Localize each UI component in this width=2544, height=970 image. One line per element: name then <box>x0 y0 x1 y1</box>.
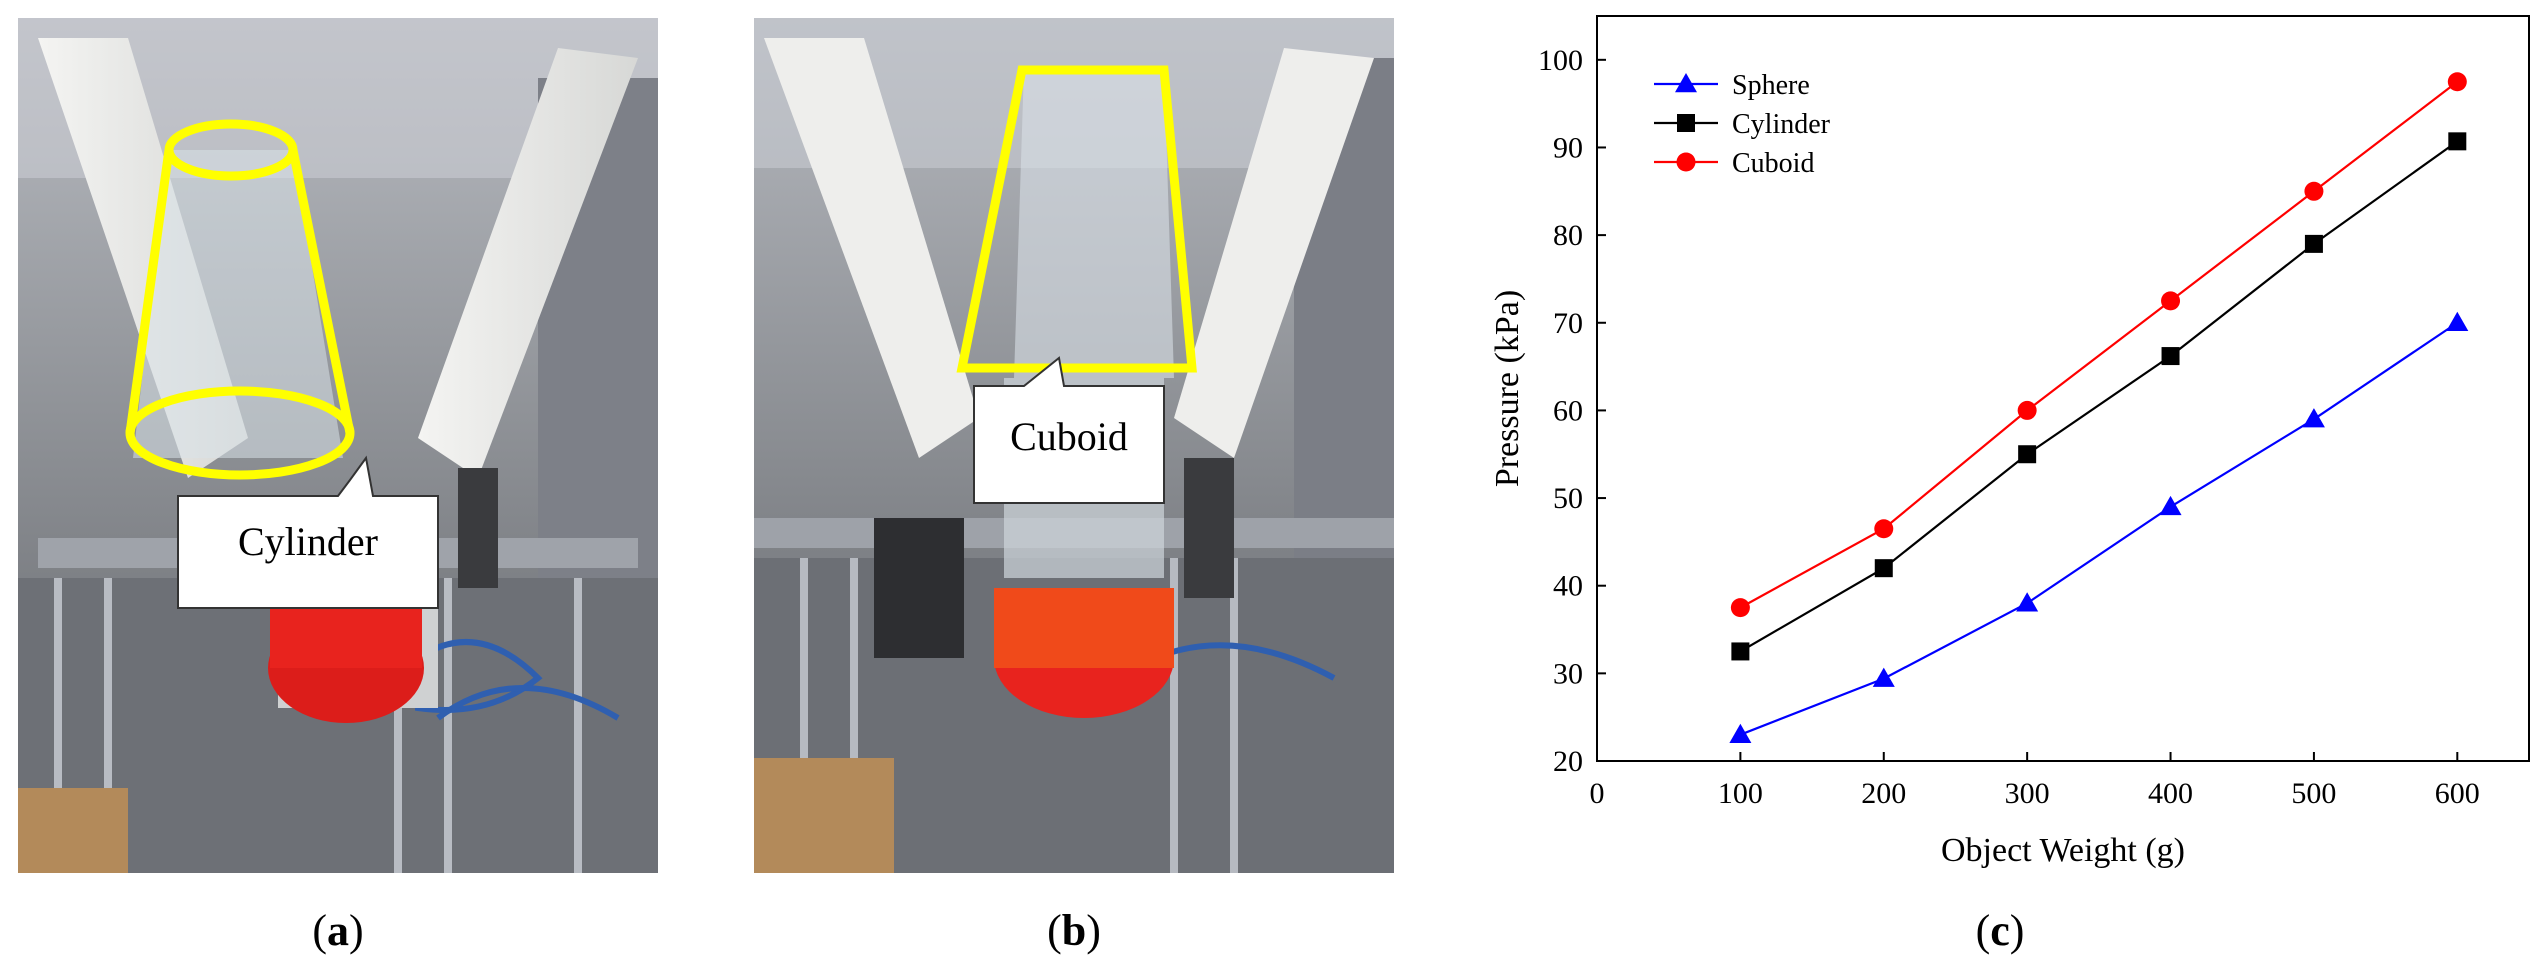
caption-a: (a) <box>312 906 364 955</box>
legend-label-cuboid: Cuboid <box>1732 148 1814 179</box>
legend-label-cylinder: Cylinder <box>1732 109 1831 140</box>
x-tick-label: 0 <box>1590 777 1605 810</box>
y-tick-label: 60 <box>1553 394 1583 427</box>
data-point-cuboid <box>2447 72 2467 92</box>
y-tick-label: 80 <box>1553 219 1583 252</box>
x-tick-label: 300 <box>2005 777 2050 810</box>
x-tick-label: 200 <box>1861 777 1906 810</box>
data-point-cylinder <box>1731 642 1750 661</box>
callout-cuboid-label: Cuboid <box>1010 414 1128 459</box>
series-cuboid <box>1730 72 2467 618</box>
legend-marker-sphere <box>1675 73 1697 93</box>
y-axis-label: Pressure (kPa) <box>1489 290 1526 487</box>
data-point-cylinder <box>1874 559 1893 578</box>
photo-cuboid: Cuboid <box>754 18 1394 873</box>
legend-marker-cylinder <box>1677 114 1695 132</box>
legend-label-sphere: Sphere <box>1732 70 1810 101</box>
y-tick-label: 30 <box>1553 657 1583 690</box>
caption-c: (c) <box>1975 906 2025 955</box>
data-point-cylinder <box>2448 132 2467 151</box>
y-tick-label: 40 <box>1553 570 1583 603</box>
y-tick-label: 90 <box>1553 131 1583 164</box>
callout-cylinder-label: Cylinder <box>238 519 378 564</box>
data-point-sphere <box>2159 495 2182 516</box>
photo-cylinder-illustration <box>18 18 658 873</box>
series-line-cylinder <box>1739 140 2458 653</box>
series-sphere <box>1729 311 2469 743</box>
data-point-sphere <box>2302 408 2325 428</box>
data-point-cylinder <box>2018 445 2037 464</box>
data-point-sphere <box>2016 592 2039 612</box>
plot-frame <box>1596 15 2530 762</box>
data-point-cuboid <box>1874 519 1894 539</box>
photo-cuboid-illustration <box>754 18 1394 873</box>
data-point-cylinder <box>2304 234 2323 253</box>
legend-marker-cuboid <box>1676 152 1696 172</box>
data-point-cylinder <box>2161 347 2180 366</box>
data-point-sphere <box>2446 311 2469 332</box>
x-tick-label: 500 <box>2291 777 2336 810</box>
x-tick-label: 100 <box>1718 777 1763 810</box>
data-point-cuboid <box>2017 400 2037 420</box>
caption-b-letter: b <box>1061 906 1087 955</box>
series-line-sphere <box>1739 321 2458 736</box>
x-tick-label: 600 <box>2435 777 2480 810</box>
data-point-cuboid <box>1730 598 1750 618</box>
data-point-sphere <box>1872 667 1895 687</box>
data-point-cuboid <box>2161 291 2181 311</box>
y-tick-label: 20 <box>1553 745 1583 778</box>
caption-c-letter: c <box>1990 906 2010 955</box>
series-line-cuboid <box>1739 80 2458 609</box>
series-cylinder <box>1731 132 2467 661</box>
y-tick-label: 100 <box>1538 44 1583 77</box>
caption-b: (b) <box>1047 906 1101 955</box>
data-point-cuboid <box>2304 181 2324 201</box>
y-tick-label: 70 <box>1553 307 1583 340</box>
x-tick-label: 400 <box>2148 777 2193 810</box>
photo-cylinder: Cylinder <box>18 18 658 873</box>
y-tick-label: 50 <box>1553 482 1583 515</box>
x-axis-label: Object Weight (g) <box>1941 832 2185 869</box>
data-point-sphere <box>1729 723 1752 743</box>
pressure-weight-chart: 0 100 200 300 400 500 600 20 30 40 50 60 70 80 90 100Ob… <box>1489 15 2530 869</box>
caption-a-letter: a <box>327 906 349 955</box>
